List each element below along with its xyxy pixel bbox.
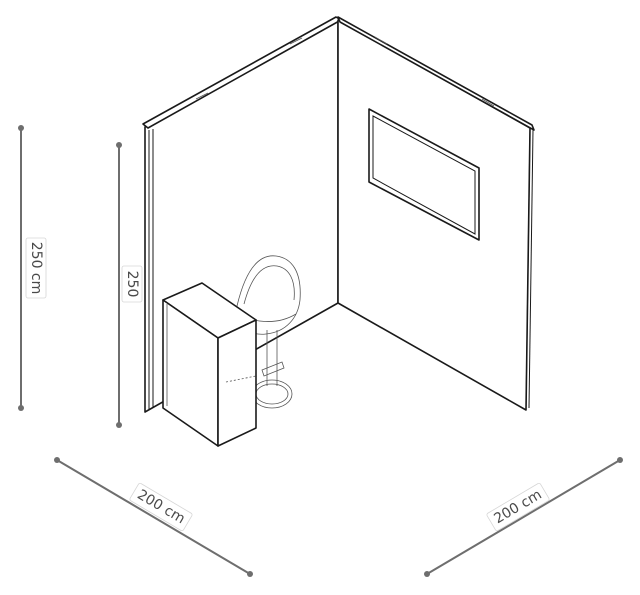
inner-height-label: 250 <box>124 271 140 298</box>
dimension-inner-height: 250 <box>116 142 143 428</box>
outer-height-label: 250 cm <box>28 242 44 295</box>
dimension-width-left: 200 cm <box>54 457 253 577</box>
wall-screen <box>368 108 480 241</box>
dimension-outer-height: 250 cm <box>18 125 47 411</box>
counter <box>162 282 257 447</box>
dimension-width-right: 200 cm <box>424 457 623 577</box>
